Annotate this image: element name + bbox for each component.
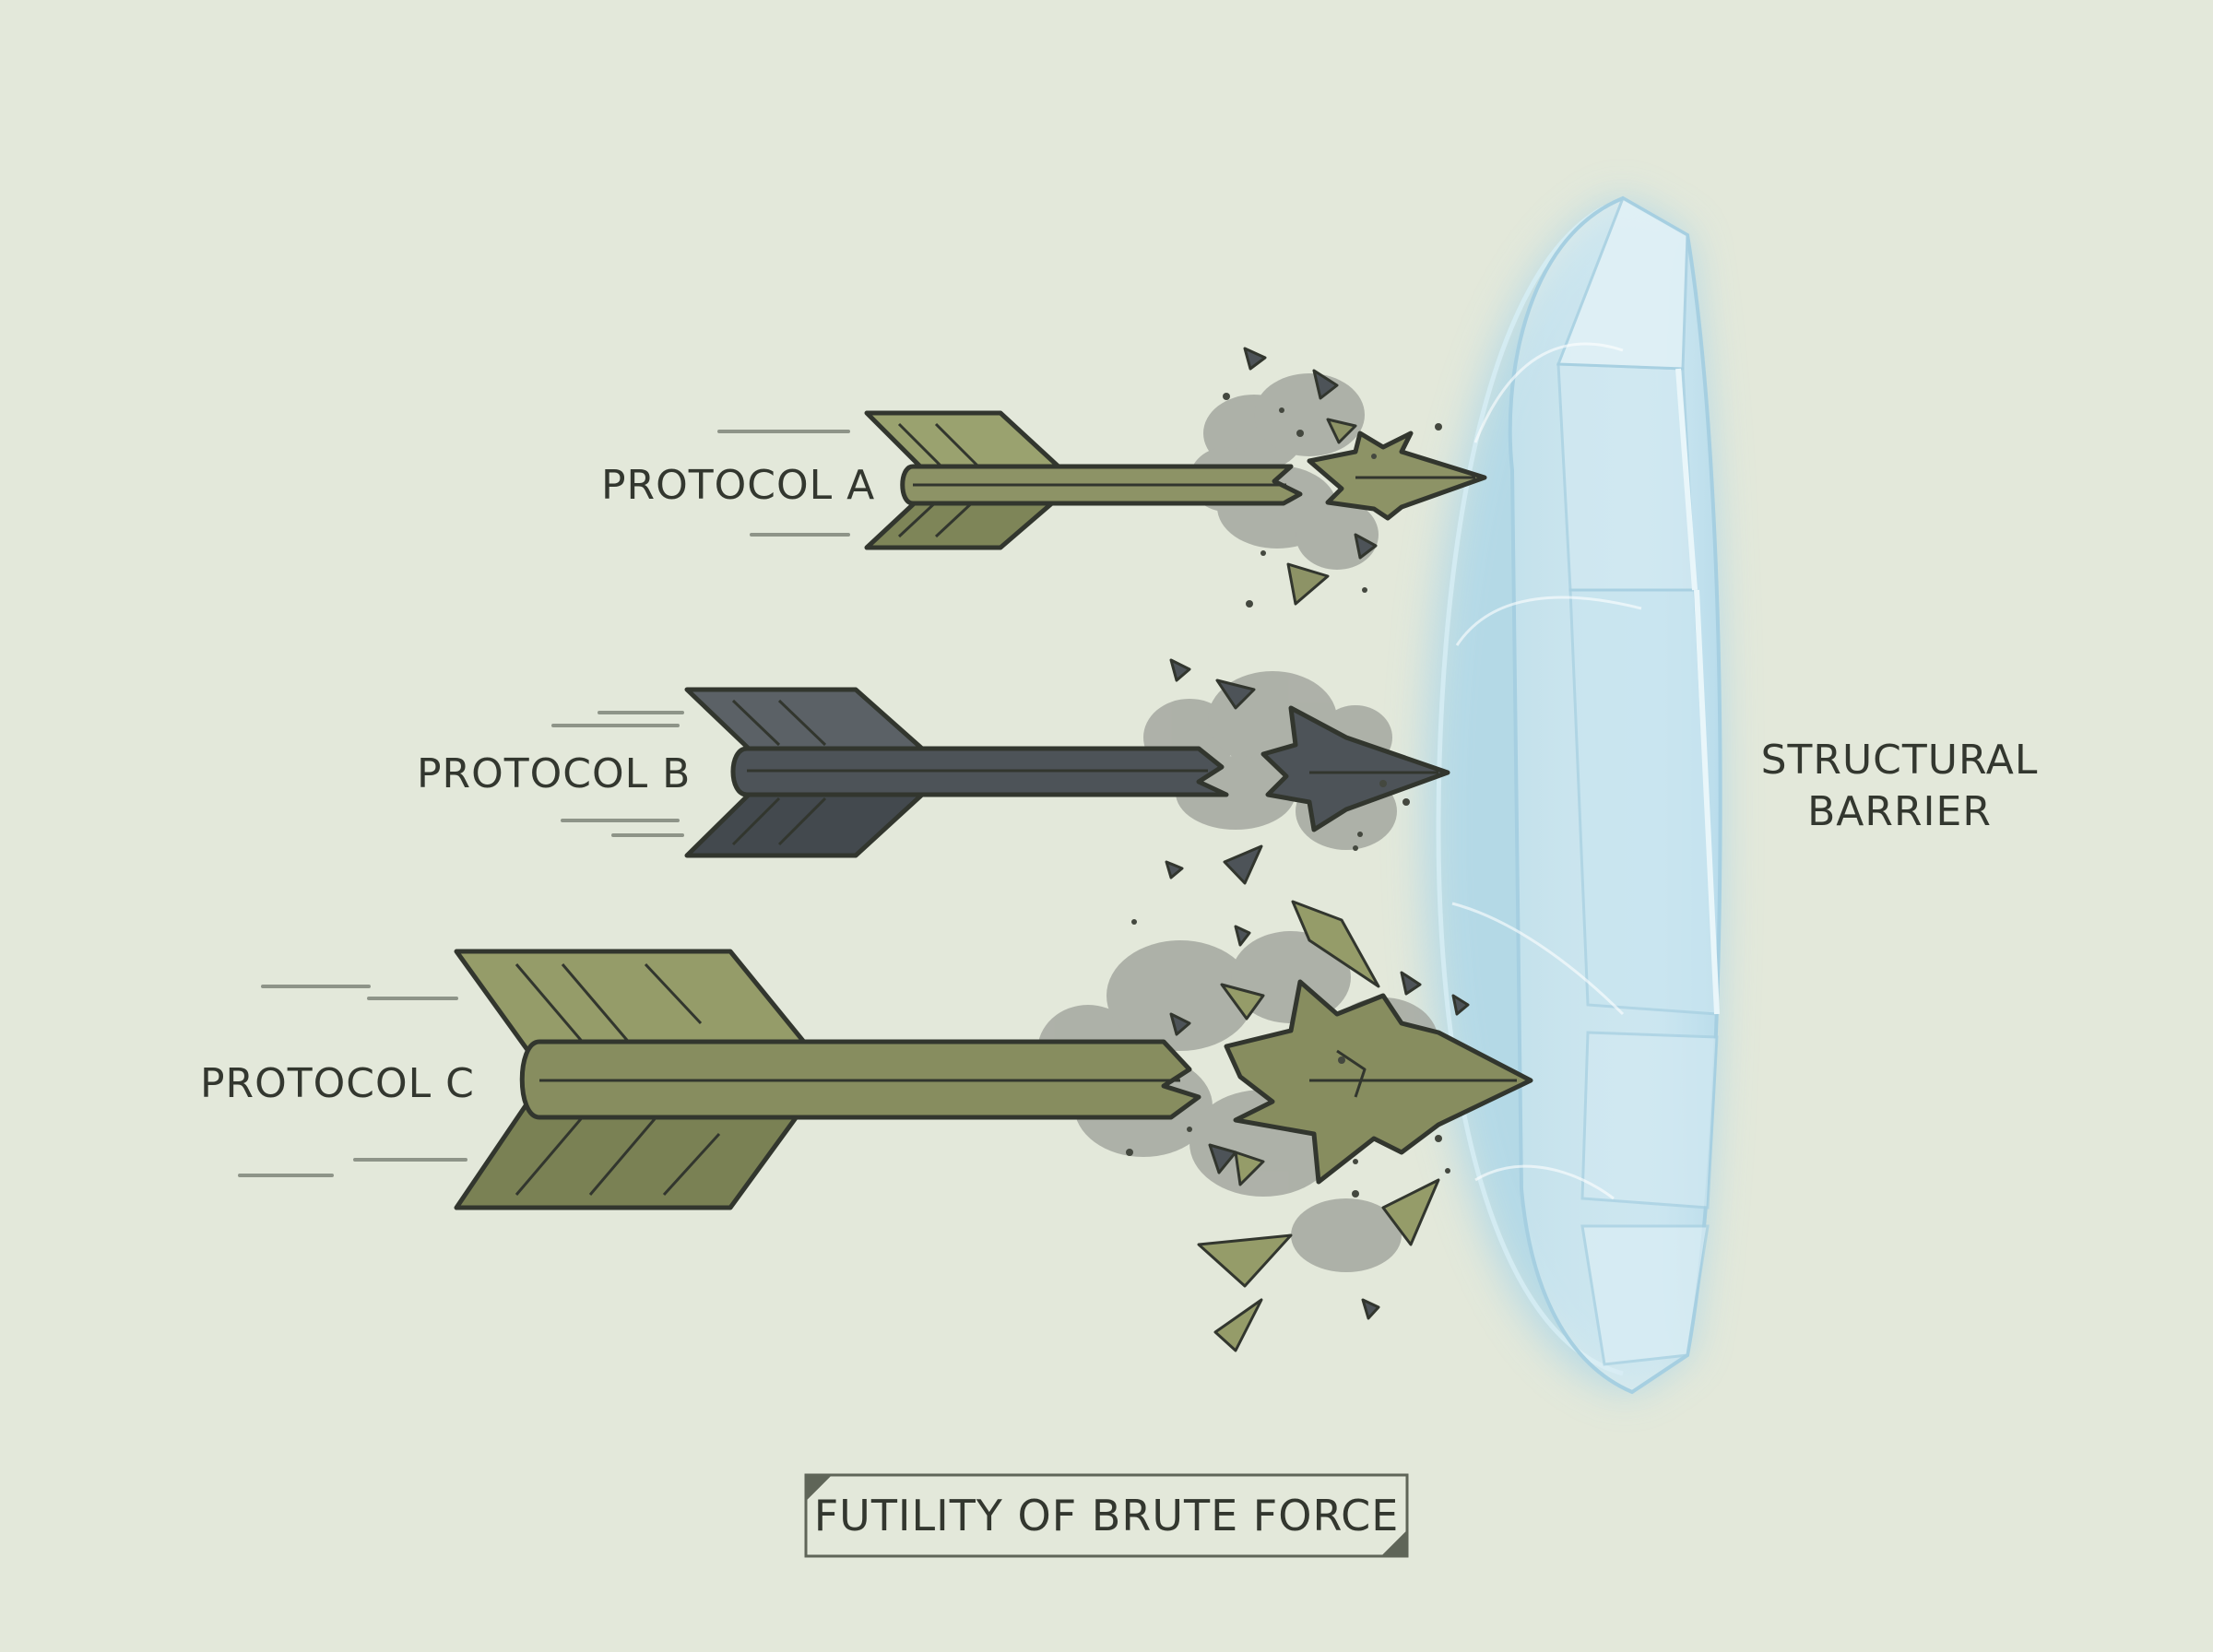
- caption-frame: [804, 1473, 1409, 1558]
- arrow-protocol-c: [454, 949, 1533, 1210]
- debris-dust: [1126, 393, 1450, 1198]
- label-protocol-c: PROTOCOL C: [200, 1060, 475, 1107]
- label-barrier-line2: BARRIER: [1807, 788, 1992, 835]
- label-structural-barrier: STRUCTURAL BARRIER: [1734, 735, 2065, 838]
- debris-fragments: [1165, 347, 1470, 1352]
- arrow-protocol-b: [684, 687, 1450, 858]
- label-protocol-b: PROTOCOL B: [417, 750, 692, 797]
- caption-title: FUTILITY OF BRUTE FORCE: [813, 1491, 1400, 1540]
- structural-barrier-shield: [1425, 195, 1722, 1395]
- speed-lines: [238, 430, 850, 1177]
- label-protocol-a: PROTOCOL A: [601, 462, 876, 509]
- arrow-protocol-a: [864, 410, 1487, 550]
- label-barrier-line1: STRUCTURAL: [1760, 737, 2039, 784]
